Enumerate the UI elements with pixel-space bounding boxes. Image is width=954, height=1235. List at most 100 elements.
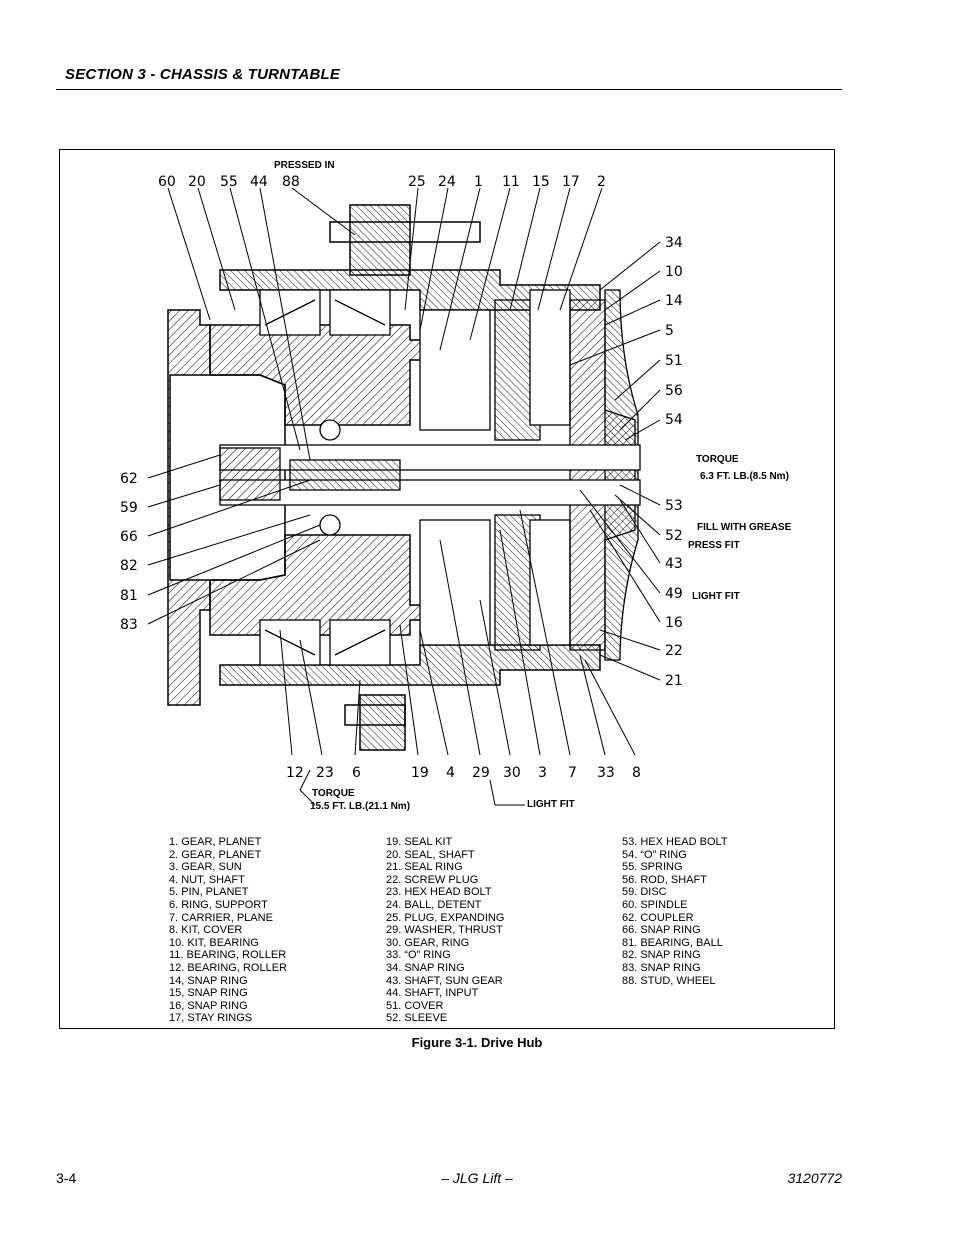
page-number: 3-4 <box>56 1170 77 1186</box>
bearings <box>259 289 391 666</box>
callouts-left: 62 59 66 82 81 83 <box>120 471 138 633</box>
callout-44: 44 <box>250 174 268 190</box>
section-title: SECTION 3 - CHASSIS & TURNTABLE <box>65 66 341 83</box>
legend-item: 88. STUD, WHEEL <box>622 974 716 987</box>
legend-item: 24. BALL, DETENT <box>386 898 482 911</box>
planetary-gearset <box>419 289 639 661</box>
callout-60: 60 <box>158 174 176 190</box>
legend-item: 4. NUT, SHAFT <box>169 873 245 886</box>
legend-item: 55. SPRING <box>622 861 683 874</box>
callout-8: 8 <box>632 765 641 781</box>
note-light-fit-bottom: LIGHT FIT <box>527 799 575 810</box>
legend-item: 53. HEX HEAD BOLT <box>622 836 728 848</box>
legend-column-3: 53. HEX HEAD BOLT 54. “O” RING 55. SPRIN… <box>622 836 728 987</box>
document-number: 3120772 <box>787 1170 842 1186</box>
leader-lines <box>147 187 661 806</box>
note-torque-bottom-value: 15.5 FT. LB.(21.1 Nm) <box>310 801 410 812</box>
legend-item: 22. SCREW PLUG <box>386 873 479 886</box>
callout-83: 83 <box>120 617 138 633</box>
legend-item: 66. SNAP RING <box>622 924 701 937</box>
callout-24: 24 <box>438 174 456 190</box>
legend-item: 3. GEAR, SUN <box>169 861 242 874</box>
callout-55: 55 <box>220 174 238 190</box>
callout-22: 22 <box>665 643 683 659</box>
legend-item: 44. SHAFT, INPUT <box>386 987 479 1000</box>
callout-43: 43 <box>665 556 683 572</box>
legend-item: 81. BEARING, BALL <box>622 936 723 949</box>
callout-56: 56 <box>665 383 683 399</box>
legend-item: 60. SPINDLE <box>622 898 688 911</box>
callout-33: 33 <box>597 765 615 781</box>
legend-item: 17, STAY RINGS <box>169 1012 253 1025</box>
callout-82: 82 <box>120 558 138 574</box>
callout-15: 15 <box>532 174 550 190</box>
legend-item: 7. CARRIER, PLANE <box>169 911 273 924</box>
legend-item: 16, SNAP RING <box>169 999 248 1012</box>
callout-52: 52 <box>665 528 683 544</box>
callout-20: 20 <box>188 174 206 190</box>
legend-item: 59. DISC <box>622 886 667 899</box>
figure-frame <box>59 149 835 1029</box>
legend-item: 30. GEAR, RING <box>386 936 470 949</box>
callout-25: 25 <box>408 174 426 190</box>
callout-23: 23 <box>316 765 334 781</box>
legend-column-2: 19. SEAL KIT 20. SEAL, SHAFT 21. SEAL RI… <box>386 836 504 1025</box>
callout-17: 17 <box>562 174 580 190</box>
callout-5: 5 <box>665 323 674 339</box>
legend-item: 25. PLUG, EXPANDING <box>386 911 505 924</box>
legend-column-1: 1. GEAR, PLANET 2. GEAR, PLANET 3. GEAR,… <box>169 836 287 1025</box>
legend-item: 43. SHAFT, SUN GEAR <box>386 974 503 987</box>
callout-81: 81 <box>120 588 138 604</box>
callout-21: 21 <box>665 673 683 689</box>
callout-29: 29 <box>472 765 490 781</box>
legend-item: 34. SNAP RING <box>386 961 465 974</box>
legend-item: 1. GEAR, PLANET <box>169 836 262 848</box>
legend-item: 15, SNAP RING <box>169 987 248 1000</box>
legend-item: 29. WASHER, THRUST <box>386 924 503 937</box>
callout-49: 49 <box>665 586 683 602</box>
note-pressed-in: PRESSED IN <box>274 160 335 171</box>
callout-2: 2 <box>597 174 606 190</box>
legend-item: 5. PIN, PLANET <box>169 886 249 899</box>
legend-item: 10. KIT, BEARING <box>169 936 259 949</box>
callout-19: 19 <box>411 765 429 781</box>
legend-item: 20. SEAL, SHAFT <box>386 848 475 861</box>
figure-notes: PRESSED IN TORQUE 6.3 FT. LB.(8.5 Nm) FI… <box>274 160 792 812</box>
legend-item: 19. SEAL KIT <box>386 836 453 848</box>
callout-54: 54 <box>665 412 683 428</box>
figure-caption: Figure 3-1. Drive Hub <box>411 1035 543 1050</box>
header-rule <box>56 89 842 90</box>
legend-item: 51. COVER <box>386 999 444 1012</box>
input-shaft <box>219 444 641 506</box>
legend-item: 52. SLEEVE <box>386 1012 448 1025</box>
callouts-right: 34 10 14 5 51 56 54 53 52 43 49 16 22 21 <box>665 235 683 689</box>
legend-item: 11. BEARING, ROLLER <box>169 949 287 962</box>
callout-1: 1 <box>474 174 483 190</box>
legend-item: 23. HEX HEAD BOLT <box>386 886 492 899</box>
callout-4: 4 <box>446 765 455 781</box>
callout-16: 16 <box>665 615 683 631</box>
callout-3: 3 <box>538 765 547 781</box>
legend-item: 82. SNAP RING <box>622 949 701 962</box>
legend-item: 83. SNAP RING <box>622 961 701 974</box>
legend-item: 54. “O” RING <box>622 848 687 861</box>
callout-88: 88 <box>282 174 300 190</box>
callouts-bottom: 12 23 6 19 4 29 30 3 7 33 8 <box>286 765 641 781</box>
drive-hub-drawing: 60 20 55 44 88 25 24 1 11 15 17 2 34 10 … <box>120 160 792 812</box>
note-torque-top: TORQUE <box>696 454 739 465</box>
callout-6: 6 <box>352 765 361 781</box>
note-torque-bottom: TORQUE <box>312 788 355 799</box>
callout-12: 12 <box>286 765 304 781</box>
callout-11: 11 <box>502 174 520 190</box>
callout-62: 62 <box>120 471 138 487</box>
callout-7: 7 <box>568 765 577 781</box>
legend-item: 62. COUPLER <box>622 911 694 924</box>
callout-53: 53 <box>665 498 683 514</box>
legend-item: 2. GEAR, PLANET <box>169 848 262 861</box>
legend-item: 8. KIT, COVER <box>169 924 243 937</box>
note-light-fit-right: LIGHT FIT <box>692 591 740 602</box>
callout-14: 14 <box>665 293 683 309</box>
footer-publisher: – JLG Lift – <box>441 1170 513 1186</box>
legend-item: 33. “O” RING <box>386 949 451 962</box>
callout-10: 10 <box>665 264 683 280</box>
